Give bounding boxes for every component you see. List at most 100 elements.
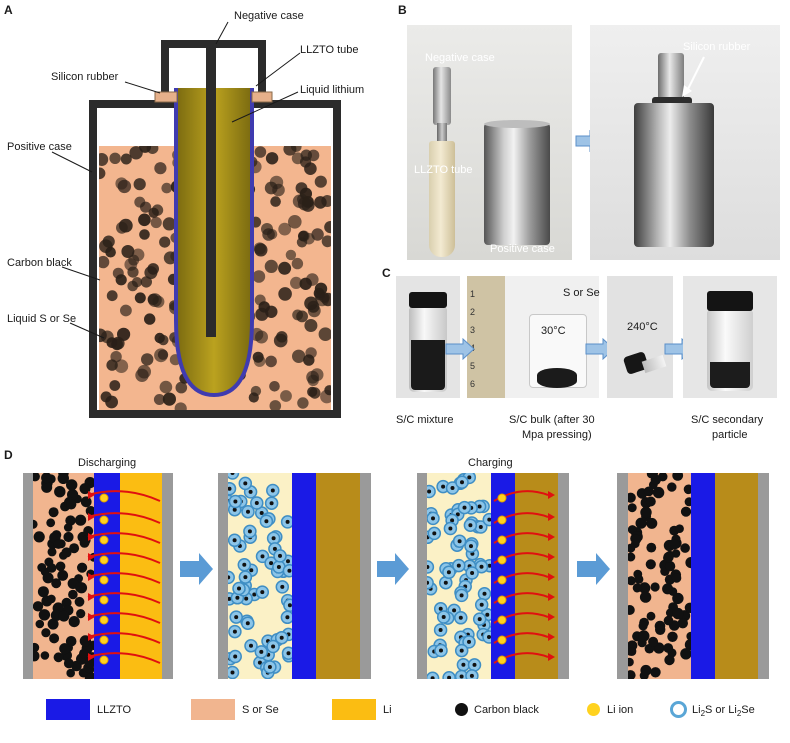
carbon-black-particle (307, 149, 320, 162)
li-ion-path (87, 552, 161, 564)
cell-discharged (218, 473, 371, 679)
carbon-core (228, 596, 232, 601)
carbon-black-particle (63, 531, 74, 543)
carbon-black-particle (628, 492, 636, 503)
carbon-black-particle (117, 327, 131, 341)
carbon-black-particle (141, 353, 154, 366)
carbon-black-particle (33, 473, 40, 482)
carbon-black-particle (314, 175, 327, 188)
carbon-black-particle (253, 242, 266, 255)
carbon-core (458, 615, 463, 620)
carbon-black-particle (131, 248, 145, 262)
carbon-black-particle (683, 484, 691, 495)
carbon-black-particle (278, 261, 292, 275)
carbon-black-particle (655, 624, 666, 635)
carbon-core (459, 648, 464, 653)
carbon-black-particle (283, 146, 297, 156)
li-ion-arrowhead (88, 513, 95, 521)
legend-label-li: Li (383, 704, 392, 716)
carbon-black-particle (138, 213, 151, 227)
carbon-black-particle (266, 229, 278, 240)
carbon-black-particle (137, 364, 151, 379)
li-ion-arrowhead (548, 491, 555, 499)
carbon-black-particle (74, 596, 85, 607)
carbon-black-particle (84, 657, 94, 669)
carbon-black-particle (628, 605, 635, 615)
carbon-black-particle (117, 179, 132, 194)
carbon-core (455, 512, 460, 517)
caption-sc-bulk-2: Mpa pressing) (522, 429, 592, 441)
carbon-black-particle (319, 292, 330, 303)
label-llzto-tube: LLZTO tube (300, 44, 359, 56)
arrow-d-2 (377, 553, 409, 585)
panel-d-letter: D (4, 448, 13, 462)
carbon-black-particle (58, 610, 70, 622)
carbon-core (243, 575, 248, 580)
photo-sc-secondary (683, 276, 777, 398)
carbon-core (243, 481, 248, 486)
carbon-core (264, 519, 269, 524)
carbon-core (448, 526, 453, 531)
legend-label-s-or-se: S or Se (242, 704, 279, 716)
carbon-black-particle (40, 651, 50, 660)
carbon-black-particle (639, 591, 652, 603)
carbon-black-particle (685, 557, 691, 569)
carbon-black-particle (303, 354, 315, 366)
caption-sc-secondary-2: particle (712, 429, 748, 441)
carbon-core (269, 501, 274, 506)
carbon-black-particle (318, 327, 331, 341)
carbon-black-particle (321, 235, 331, 248)
li-ion (497, 515, 507, 525)
carbon-core (232, 538, 237, 543)
carbon-black-particle (663, 643, 674, 653)
carbon-black-particle (295, 182, 308, 195)
legend-swatch-s-or-se (191, 699, 235, 720)
carbon-black-particle (677, 618, 688, 629)
li-ion-path (87, 572, 161, 584)
li2s-particle (228, 570, 235, 585)
li-ion (497, 615, 507, 625)
carbon-black-particle (57, 570, 69, 581)
silicon-rubber-right (251, 91, 273, 103)
legend-marker-li-ion (587, 703, 600, 716)
arrow-d-3 (577, 553, 610, 585)
li-ion-arrowhead (548, 513, 555, 521)
carbon-black-particle (310, 368, 324, 382)
carbon-core (482, 591, 487, 596)
li-ion (497, 575, 507, 585)
carbon-black-particle (675, 524, 684, 533)
carbon-black-particle (66, 668, 75, 678)
carbon-black-particle (628, 543, 636, 553)
carbon-black-particle (100, 391, 112, 403)
legend-label-li-ion: Li ion (607, 704, 634, 716)
carbon-core (272, 546, 277, 551)
carbon-core (271, 644, 276, 649)
carbon-core (249, 643, 253, 648)
carbon-black-particle (129, 146, 143, 160)
carbon-black-particle (68, 616, 80, 628)
legend-swatch-llzto (46, 699, 90, 720)
arrow-c-1 (445, 338, 475, 360)
carbon-black-particle (35, 619, 45, 629)
carbon-core (431, 516, 435, 521)
li-ion-path (87, 490, 161, 502)
li-ion (99, 575, 109, 585)
carbon-core (487, 563, 491, 568)
li-ion-arrowhead (548, 533, 555, 541)
carbon-black-particle (158, 334, 169, 346)
li-ion-arrowhead (548, 613, 555, 621)
photo-sc-bulk (467, 276, 599, 398)
carbon-core (467, 639, 471, 644)
li-ion (497, 535, 507, 545)
li-ion-arrowhead (88, 573, 95, 581)
carbon-black-particle (153, 394, 165, 405)
carbon-black-particle (680, 648, 691, 660)
carbon-black-particle (106, 290, 118, 302)
photo-cell-components (407, 25, 572, 260)
li-ion (497, 555, 507, 565)
label-silicon-rubber: Silicon rubber (51, 71, 119, 83)
carbon-black-particle (33, 519, 38, 529)
carbon-black-particle (110, 351, 122, 363)
li-ion-arrowhead (88, 653, 95, 661)
carbon-black-particle (288, 215, 302, 229)
